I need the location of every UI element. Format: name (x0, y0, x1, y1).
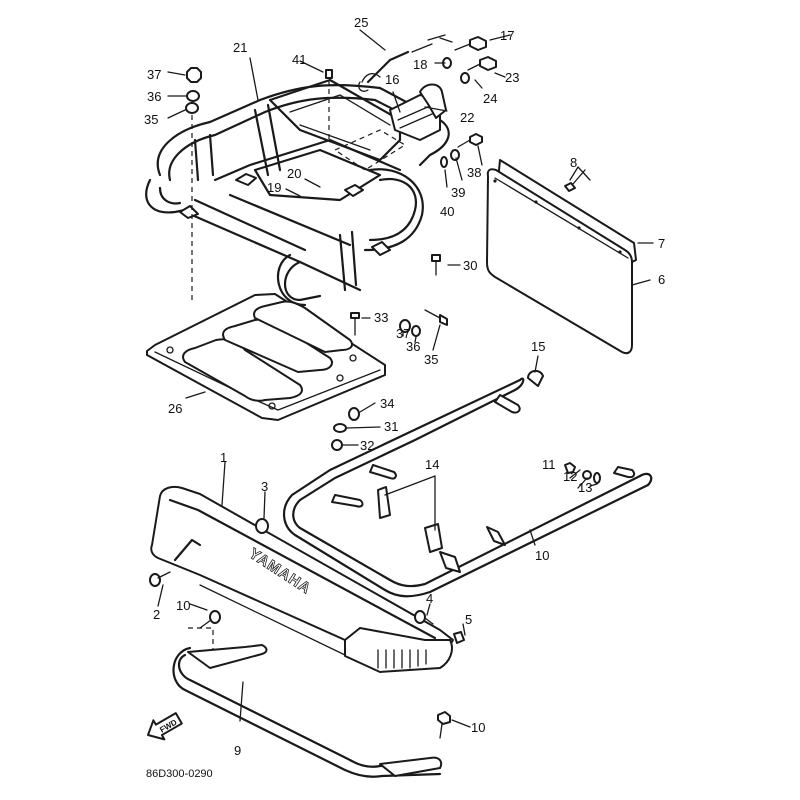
rear-carrier (145, 78, 450, 307)
callout-20: 19 (267, 180, 281, 195)
callout-6: 6 (658, 272, 665, 287)
callout-1: 1 (220, 450, 227, 465)
callout-26: 25 (354, 15, 368, 30)
callout-18: 17 (500, 28, 514, 43)
callout-40: 39 (451, 185, 465, 200)
callout-10-upper: 10 (176, 598, 190, 613)
callout-14: 13 (578, 480, 592, 495)
fwd-arrow-icon: FWD (147, 712, 183, 741)
callout-38: 37 (396, 326, 410, 341)
plate-assembly (486, 159, 637, 355)
callout-16: 15 (531, 339, 545, 354)
callout-34: 33 (374, 310, 388, 325)
rear-guard-frame (283, 377, 653, 598)
callout-13: 12 (563, 469, 577, 484)
callout-19: 18 (413, 57, 427, 72)
callout-30: 37 (147, 67, 161, 82)
callout-24: 23 (505, 70, 519, 85)
callout-23: 22 (460, 110, 474, 125)
callout-42: 41 (292, 52, 306, 67)
front-bumper: YAMAHA (150, 485, 454, 673)
bumper-guard (172, 627, 443, 778)
callout-33: 32 (360, 438, 374, 453)
callout-28: 35 (144, 112, 158, 127)
callout-41: 40 (440, 204, 454, 219)
callout-15: 14 (425, 457, 439, 472)
callout-22: 21 (233, 40, 247, 55)
callout-9: 9 (234, 743, 241, 758)
callout-12: 11 (542, 457, 556, 472)
callout-3: 3 (261, 479, 268, 494)
carrier-plate (146, 293, 386, 421)
callout-2: 2 (153, 607, 160, 622)
callout-labels: 25 17 21 41 18 23 16 24 37 36 35 22 38 2… (144, 15, 665, 780)
callout-27: 26 (168, 401, 182, 416)
callout-37: 36 (406, 339, 420, 354)
callout-35: 34 (380, 396, 394, 411)
callout-10-lower: 10 (471, 720, 485, 735)
figure-code: 86D300-0290 (146, 768, 213, 780)
callout-4: 4 (426, 591, 433, 606)
callout-36: 35 (424, 352, 438, 367)
callout-29: 36 (147, 89, 161, 104)
callout-7: 7 (658, 236, 665, 251)
callout-39: 38 (467, 165, 481, 180)
callout-25: 24 (483, 91, 497, 106)
callout-8: 8 (570, 155, 577, 170)
callout-5: 5 (465, 612, 472, 627)
callout-21: 20 (287, 166, 301, 181)
fasteners (149, 36, 601, 739)
callout-17: 16 (385, 72, 399, 87)
callout-11: 10 (535, 548, 549, 563)
leader-lines (157, 29, 654, 728)
callout-32: 31 (384, 419, 398, 434)
callout-31: 30 (463, 258, 477, 273)
